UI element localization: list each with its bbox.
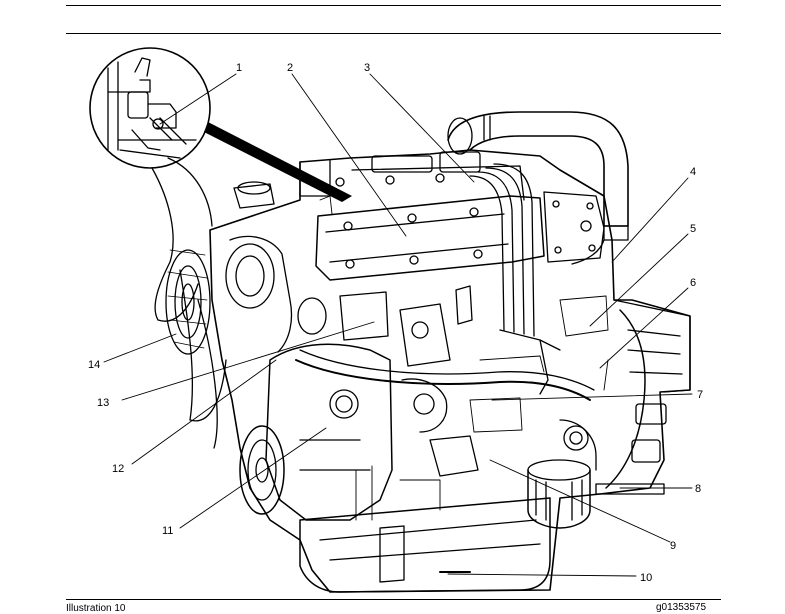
fuel-lines	[469, 163, 561, 395]
leader-7	[491, 393, 693, 401]
callout-12: 12	[112, 463, 124, 475]
oil-filter	[527, 419, 597, 529]
turbo-pipe	[447, 111, 629, 265]
crank-pulley	[239, 425, 285, 515]
leader-12	[131, 359, 277, 465]
leader-5	[589, 233, 689, 327]
leader-3	[369, 73, 475, 183]
callout-13: 13	[97, 397, 109, 409]
callout-leaders	[103, 73, 693, 577]
leader-1	[159, 73, 237, 125]
cooling-fan	[151, 157, 227, 449]
leader-14	[103, 333, 177, 363]
rear-plate	[543, 191, 605, 263]
inset-leader-wedge	[204, 122, 352, 202]
callout-8: 8	[695, 483, 701, 495]
engine-detail-lines	[319, 195, 609, 521]
figure-caption: Illustration 10	[66, 603, 126, 614]
top-rule	[66, 5, 721, 6]
leader-13	[121, 321, 375, 401]
callout-5: 5	[690, 223, 696, 235]
bottom-rule	[66, 599, 721, 600]
oil-pan	[299, 497, 551, 593]
callout-labels: 1 2 3 4 5 6 7 8 9 10 11 12 13 14	[88, 62, 703, 584]
callout-9: 9	[670, 540, 676, 552]
coolant-pipe	[295, 349, 595, 401]
callout-2: 2	[287, 62, 293, 74]
fuel-injection-pump	[339, 285, 479, 477]
callout-3: 3	[364, 62, 370, 74]
callout-11: 11	[162, 525, 173, 537]
callout-7: 7	[697, 389, 703, 401]
leader-4	[611, 177, 689, 263]
flywheel-housing	[595, 299, 691, 495]
leader-10	[447, 573, 637, 577]
detail-inset	[89, 47, 211, 169]
header-rule	[66, 33, 721, 34]
callout-6: 6	[690, 277, 696, 289]
callout-14: 14	[88, 359, 100, 371]
callout-4: 4	[690, 166, 696, 178]
callout-10: 10	[640, 572, 652, 584]
leader-9	[489, 459, 671, 543]
leader-6	[599, 287, 689, 369]
rocker-cover	[299, 151, 545, 281]
front-cover	[225, 181, 393, 521]
figure-reference-id: g01353575	[656, 602, 707, 613]
leader-11	[179, 427, 327, 529]
callout-1: 1	[236, 62, 242, 74]
leader-2	[291, 73, 407, 237]
engine-block	[209, 149, 691, 593]
